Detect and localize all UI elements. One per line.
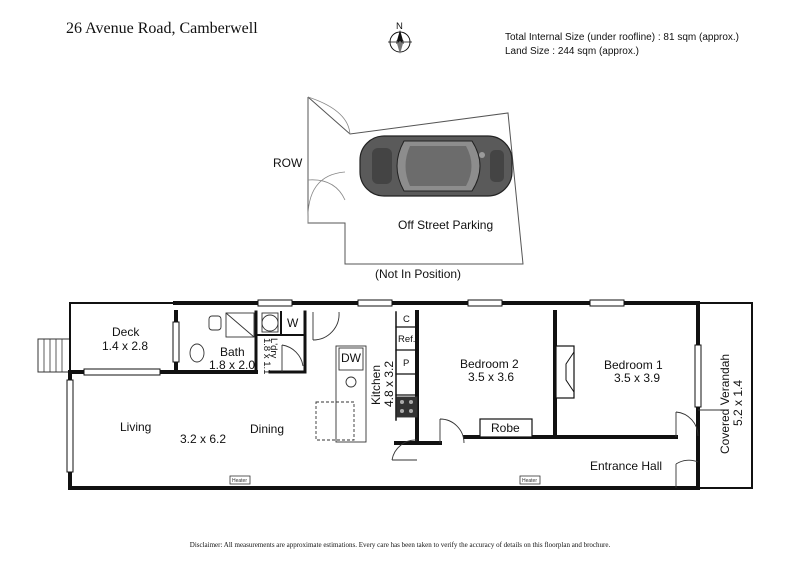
doors [281,311,722,488]
windows [66,299,702,473]
compass-north-label: N [396,21,403,32]
bath-size: 1.8 x 2.0 [209,358,255,372]
land-size-text: Land Size : 244 sqm (approx.) [505,46,639,57]
deck-stairs [37,338,71,373]
not-in-position-note: (Not In Position) [375,267,461,281]
bath-label: Bath [220,345,245,359]
laundry-label: L'dry [268,338,279,359]
bedroom2-size: 3.5 x 3.6 [468,370,514,384]
fridge-label: Ref. [398,334,415,345]
parking-area [307,96,524,265]
laundry-size: 1.8 x 1.1 [261,338,272,374]
dining-label: Dining [250,422,284,436]
living-label: Living [120,420,151,434]
cupboard-label: C [403,314,410,325]
kitchen-fixtures [315,345,418,443]
bath-fixtures [189,312,279,363]
verandah-label: Covered Verandah [718,354,732,454]
robe-box [479,418,533,438]
kitchen-size: 4.8 x 3.2 [382,361,396,407]
bedroom2-label: Bedroom 2 [460,357,519,371]
robe-label: Robe [491,421,520,435]
compass-icon [388,30,412,54]
parking-label: Off Street Parking [398,218,493,232]
bedroom1-label: Bedroom 1 [604,358,663,372]
heater-label-2: Heater [522,478,537,484]
disclaimer-text: Disclaimer: All measurements are approxi… [189,541,611,549]
internal-size-text: Total Internal Size (under roofline) : 8… [505,32,739,43]
heater-label-1: Heater [232,478,247,484]
kitchen-label: Kitchen [369,365,383,405]
deck-size: 1.4 x 2.8 [102,339,148,353]
fireplace-icon [555,345,575,399]
bedroom1-size: 3.5 x 3.9 [614,371,660,385]
deck-label: Deck [112,325,140,339]
wc-label: W [287,316,299,330]
pantry-label: P [403,358,409,369]
entrance-hall-label: Entrance Hall [590,459,662,473]
heaters [229,475,541,485]
car-icon [359,135,513,197]
row-label: ROW [273,156,303,170]
verandah-size: 5.2 x 1.4 [731,380,745,426]
dishwasher-label: DW [341,351,362,365]
property-address: 26 Avenue Road, Camberwell [66,20,258,37]
size-summary: Total Internal Size (under roofline) : 8… [505,31,739,59]
living-size: 3.2 x 6.2 [180,432,226,446]
